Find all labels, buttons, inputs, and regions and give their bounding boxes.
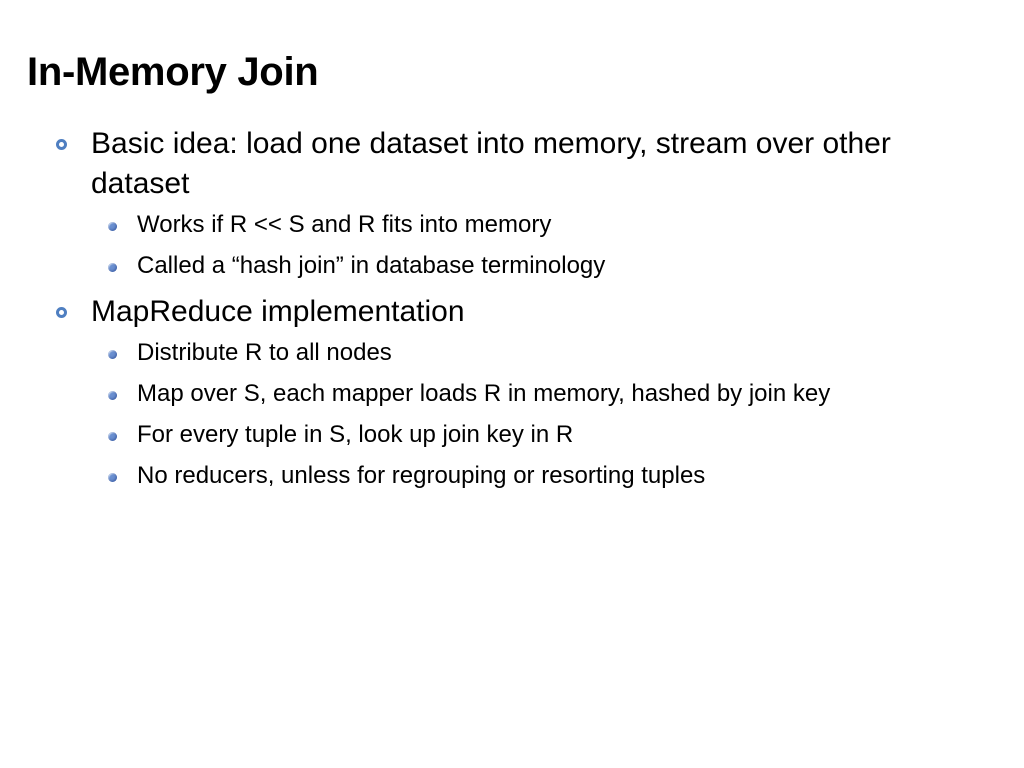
bullet-item: MapReduce implementation Distribute R to… bbox=[0, 292, 1024, 490]
sub-bullet-text: Called a “hash join” in database termino… bbox=[137, 252, 606, 279]
sub-bullet-text: Works if R << S and R fits into memory bbox=[137, 211, 552, 238]
sub-bullet-text: No reducers, unless for regrouping or re… bbox=[137, 462, 706, 489]
sub-bullet-text: Map over S, each mapper loads R in memor… bbox=[137, 380, 831, 407]
sub-bullet-item: No reducers, unless for regrouping or re… bbox=[0, 461, 843, 490]
sub-bullet-list: Works if R << S and R fits into memory C… bbox=[91, 210, 934, 280]
sub-bullet-item: Works if R << S and R fits into memory bbox=[0, 210, 843, 239]
sub-bullet-item: For every tuple in S, look up join key i… bbox=[0, 420, 843, 449]
dot-bullet-icon bbox=[108, 350, 117, 359]
dot-bullet-icon bbox=[108, 432, 117, 441]
slide-title: In-Memory Join bbox=[27, 50, 319, 94]
sub-bullet-item: Called a “hash join” in database termino… bbox=[0, 251, 843, 280]
bullet-text: Basic idea: load one dataset into memory… bbox=[91, 127, 891, 200]
sub-bullet-item: Map over S, each mapper loads R in memor… bbox=[0, 379, 843, 408]
ring-bullet-icon bbox=[56, 139, 67, 150]
bullet-text: MapReduce implementation bbox=[91, 295, 465, 328]
sub-bullet-text: For every tuple in S, look up join key i… bbox=[137, 421, 574, 448]
dot-bullet-icon bbox=[108, 263, 117, 272]
dot-bullet-icon bbox=[108, 222, 117, 231]
dot-bullet-icon bbox=[108, 391, 117, 400]
bullet-item: Basic idea: load one dataset into memory… bbox=[0, 124, 1024, 280]
sub-bullet-text: Distribute R to all nodes bbox=[137, 339, 392, 366]
sub-bullet-list: Distribute R to all nodes Map over S, ea… bbox=[91, 338, 934, 490]
ring-bullet-icon bbox=[56, 307, 67, 318]
sub-bullet-item: Distribute R to all nodes bbox=[0, 338, 843, 367]
bullet-list: Basic idea: load one dataset into memory… bbox=[0, 124, 1024, 502]
dot-bullet-icon bbox=[108, 473, 117, 482]
